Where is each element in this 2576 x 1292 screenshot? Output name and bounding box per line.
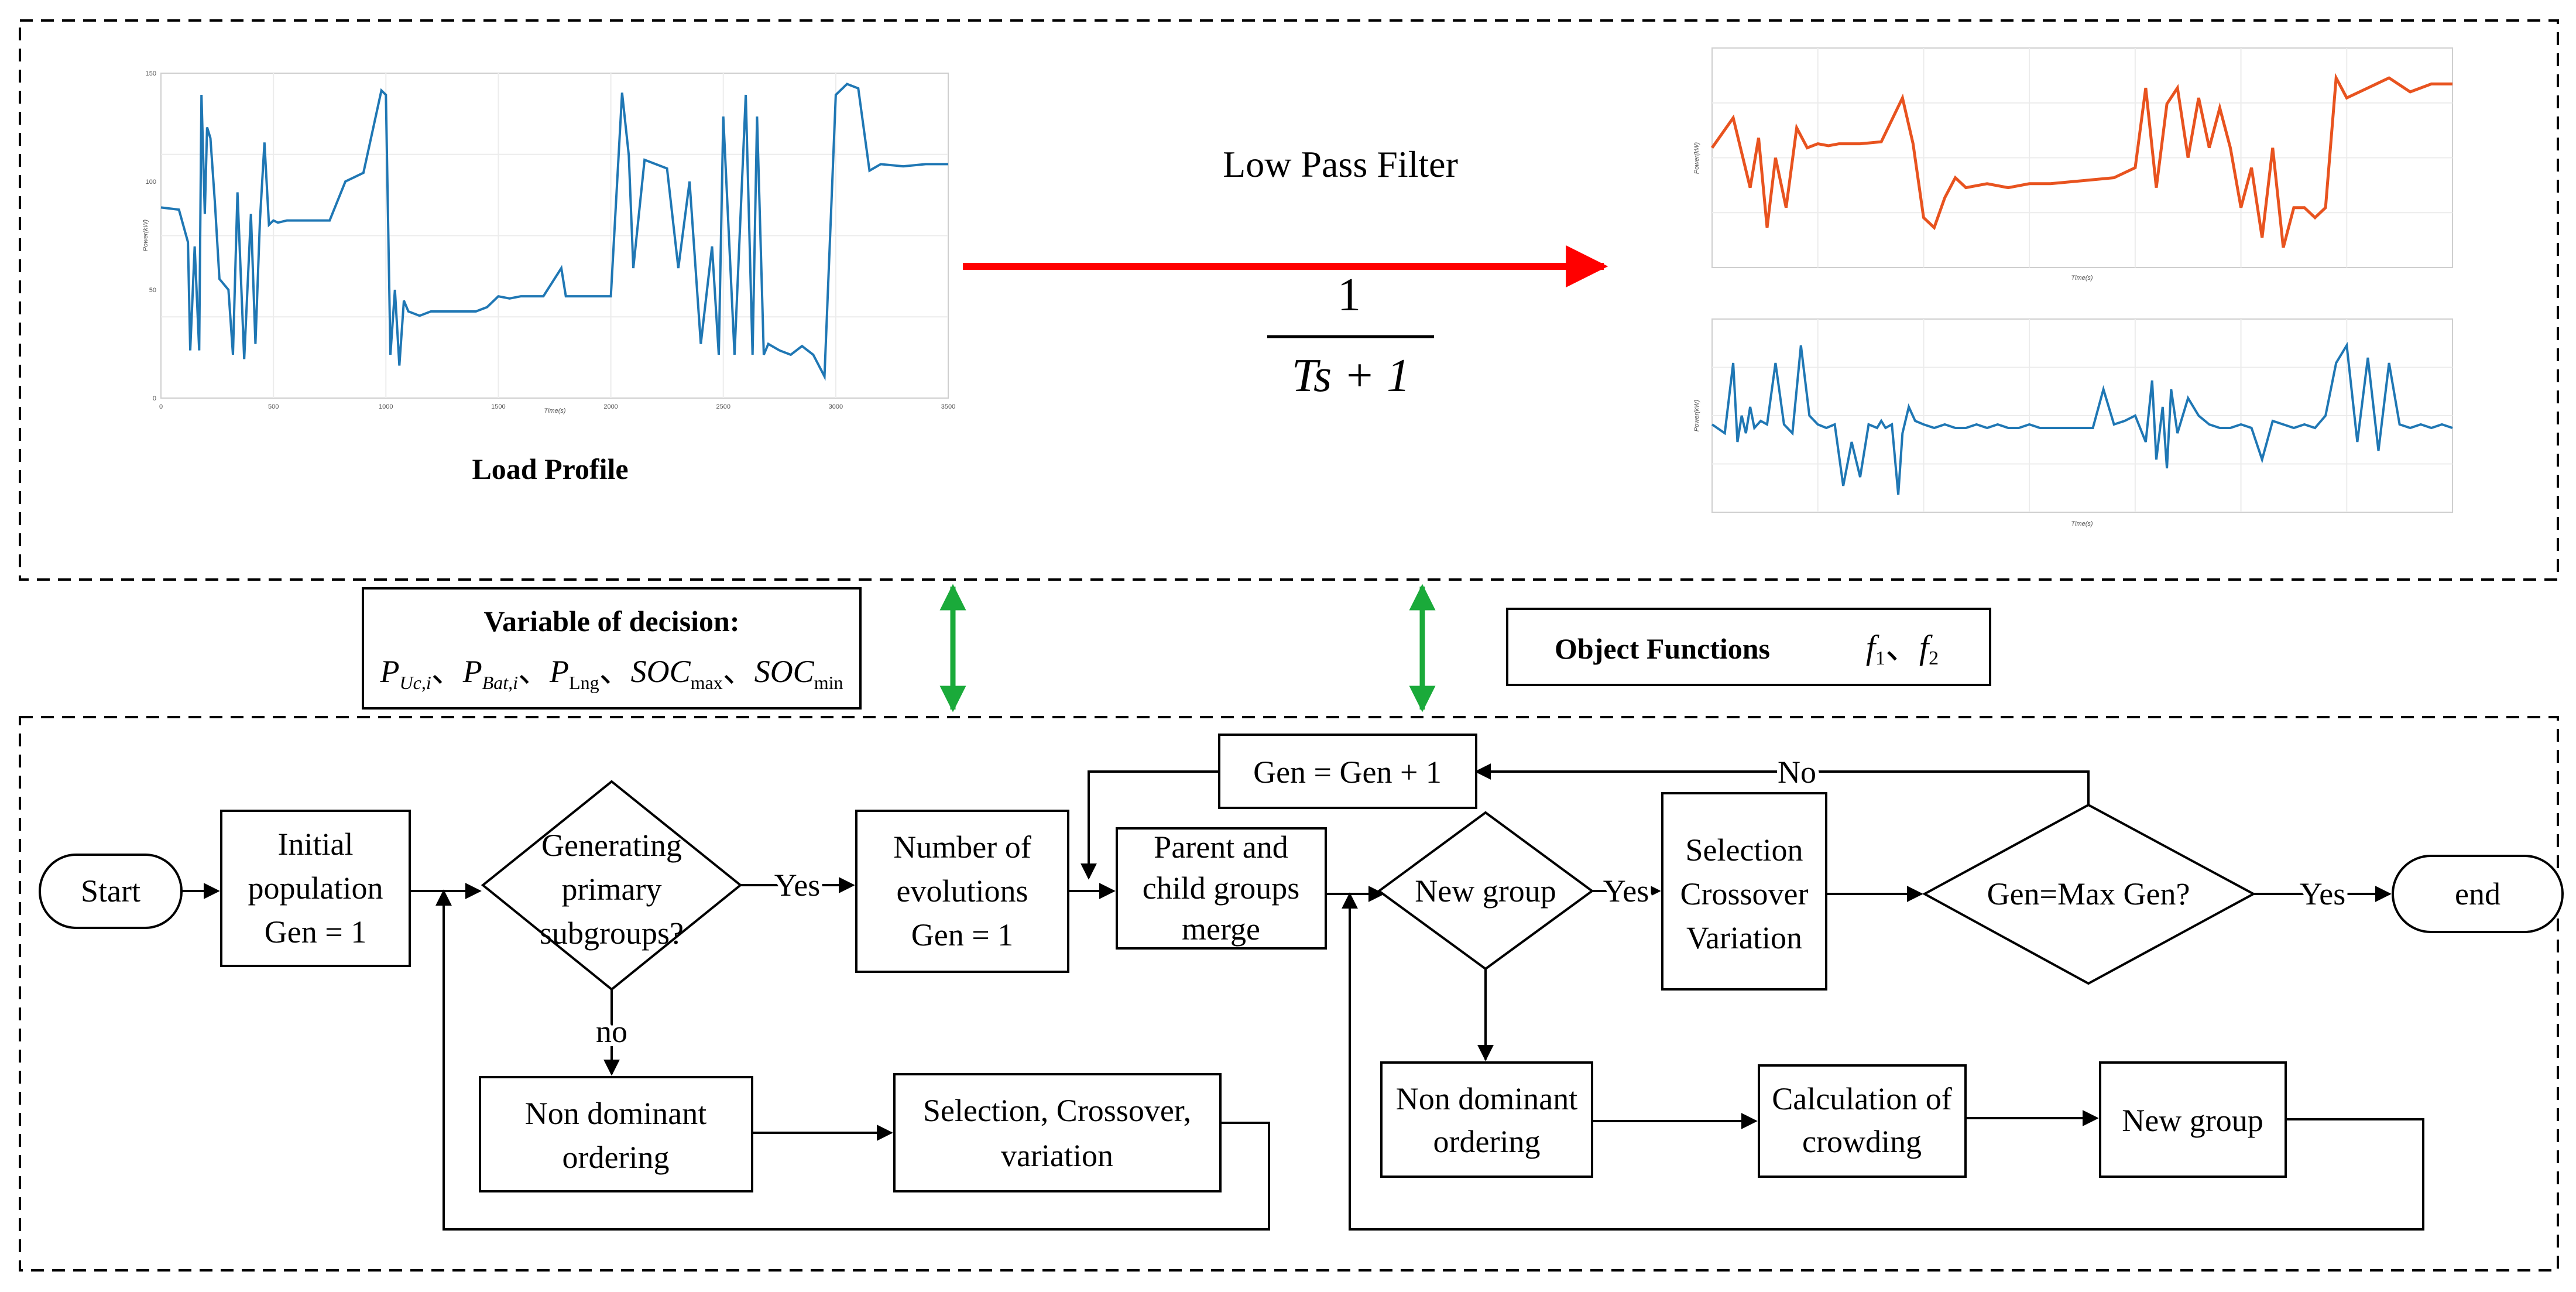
svg-text:Generating: Generating	[541, 828, 682, 863]
y-tick-label: 50	[149, 287, 156, 294]
chart1-tick-labels: 0 500 1000 1500 2000 2500 3000 3500 0 50 100 150	[146, 70, 956, 410]
generating-subgroups-decision: Generating primary subgroups?	[481, 780, 743, 991]
y-tick-label: 100	[146, 179, 156, 186]
yes-label-1: Yes	[774, 868, 821, 903]
svg-text:child groups: child groups	[1143, 871, 1299, 906]
parent-child-merge-box: Parent and child groups merge	[1116, 827, 1327, 950]
yes-label-3: Yes	[2300, 876, 2346, 911]
new-group-box: New group	[2099, 1061, 2287, 1178]
svg-text:Variation: Variation	[1686, 920, 1802, 955]
svg-text:Selection: Selection	[1686, 832, 1803, 868]
svg-text:Parent and: Parent and	[1154, 830, 1288, 865]
svg-text:Start: Start	[81, 873, 140, 909]
svg-text:variation: variation	[1001, 1138, 1113, 1173]
chart2-ylabel: Power(kW)	[1693, 142, 1700, 174]
gen-increment-box: Gen = Gen + 1	[1218, 734, 1477, 809]
objective-functions-title: Object Functions	[1555, 632, 1770, 665]
chart1-xlabel: Time(s)	[544, 407, 566, 414]
svg-text:Gen = Gen + 1: Gen = Gen + 1	[1253, 755, 1442, 790]
number-of-evolutions-box: Number of evolutions Gen = 1	[855, 810, 1069, 973]
transfer-function-denominator: Ts + 1	[1292, 350, 1410, 402]
bottom-panel-frame	[19, 716, 2559, 1272]
no-label-2: No	[1778, 755, 1816, 790]
x-tick-label: 0	[159, 403, 163, 410]
filtered-low-chart: Time(s) Power(kW)	[1693, 47, 2453, 282]
svg-text:Non dominant: Non dominant	[525, 1096, 706, 1131]
svg-text:subgroups?: subgroups?	[540, 916, 684, 951]
flow-connectors	[181, 763, 2424, 1231]
x-tick-label: 1000	[379, 403, 393, 410]
non-dominant-ordering-box-1: Non dominant ordering	[479, 1076, 753, 1192]
chart1-ylabel: Power(kW)	[142, 219, 149, 251]
chart2-xlabel: Time(s)	[2071, 275, 2093, 282]
end-terminal: end	[2392, 855, 2564, 933]
selection-crossover-variation-box: Selection Crossover Variation	[1661, 792, 1827, 991]
yes-label-2: Yes	[1603, 873, 1649, 909]
svg-text:merge: merge	[1182, 911, 1260, 947]
objective-functions-box: Object Functions f1、f2	[1506, 608, 1991, 686]
gen-max-decision: Gen=Max Gen?	[1922, 803, 2256, 985]
svg-text:Initial: Initial	[278, 827, 354, 862]
load-profile-chart: 0 500 1000 1500 2000 2500 3000 3500 0 50 100 150 Ti…	[142, 70, 955, 414]
svg-text:Number of: Number of	[893, 830, 1031, 865]
calculation-of-crowding-box: Calculation of crowding	[1758, 1064, 1967, 1178]
svg-text:Calculation of: Calculation of	[1772, 1081, 1951, 1116]
top-panel-frame	[19, 19, 2559, 581]
load-profile-label: Load Profile	[472, 453, 628, 485]
x-tick-label: 3500	[941, 403, 955, 410]
non-dominant-ordering-box-2: Non dominant ordering	[1380, 1061, 1593, 1178]
svg-text:ordering: ordering	[562, 1140, 670, 1175]
filtered-high-chart: Time(s) Power(kW)	[1693, 318, 2453, 527]
decision-variables-expression: PUc,i、PBat,i、PLng、SOCmax、SOCmin	[380, 654, 843, 693]
svg-text:New group: New group	[2122, 1103, 2263, 1138]
start-terminal: Start	[39, 854, 183, 929]
chart3-ylabel: Power(kW)	[1693, 399, 1700, 431]
svg-text:Non dominant: Non dominant	[1396, 1081, 1577, 1116]
svg-text:ordering: ordering	[1433, 1124, 1541, 1159]
decision-variables-title: Variable of decision:	[483, 605, 739, 638]
svg-text:Crossover: Crossover	[1680, 876, 1809, 911]
x-tick-label: 2000	[603, 403, 618, 410]
x-tick-label: 2500	[716, 403, 730, 410]
transfer-function-numerator: 1	[1337, 269, 1361, 321]
filter-title: Low Pass Filter	[1223, 143, 1458, 185]
chart3-series-line	[1711, 341, 2453, 495]
x-tick-label: 1500	[491, 403, 505, 410]
new-group-decision: New group	[1377, 811, 1594, 971]
svg-text:crowding: crowding	[1802, 1124, 1922, 1159]
initial-population-box: Initial population Gen = 1	[220, 810, 411, 967]
decision-variables-box: Variable of decision: PUc,i、PBat,i、PLng、…	[362, 587, 862, 710]
svg-text:Selection, Crossover,: Selection, Crossover,	[923, 1093, 1191, 1128]
y-tick-label: 150	[146, 70, 156, 77]
chart3-xlabel: Time(s)	[2071, 520, 2093, 527]
y-tick-label: 0	[153, 395, 156, 402]
svg-text:population: population	[248, 871, 383, 906]
x-tick-label: 500	[268, 403, 279, 410]
chart1-series-line	[160, 83, 948, 381]
no-label-1: no	[596, 1014, 627, 1049]
x-tick-label: 3000	[829, 403, 843, 410]
svg-text:Gen = 1: Gen = 1	[911, 917, 1013, 952]
selection-crossover-box: Selection, Crossover, variation	[893, 1073, 1222, 1192]
svg-text:New group: New group	[1415, 873, 1556, 909]
chart2-series-line	[1710, 73, 2452, 248]
svg-text:Gen=Max Gen?: Gen=Max Gen?	[1987, 876, 2190, 911]
svg-text:evolutions: evolutions	[897, 873, 1028, 909]
svg-text:primary: primary	[562, 872, 662, 907]
svg-text:end: end	[2455, 876, 2500, 911]
svg-text:Gen = 1: Gen = 1	[265, 914, 366, 950]
